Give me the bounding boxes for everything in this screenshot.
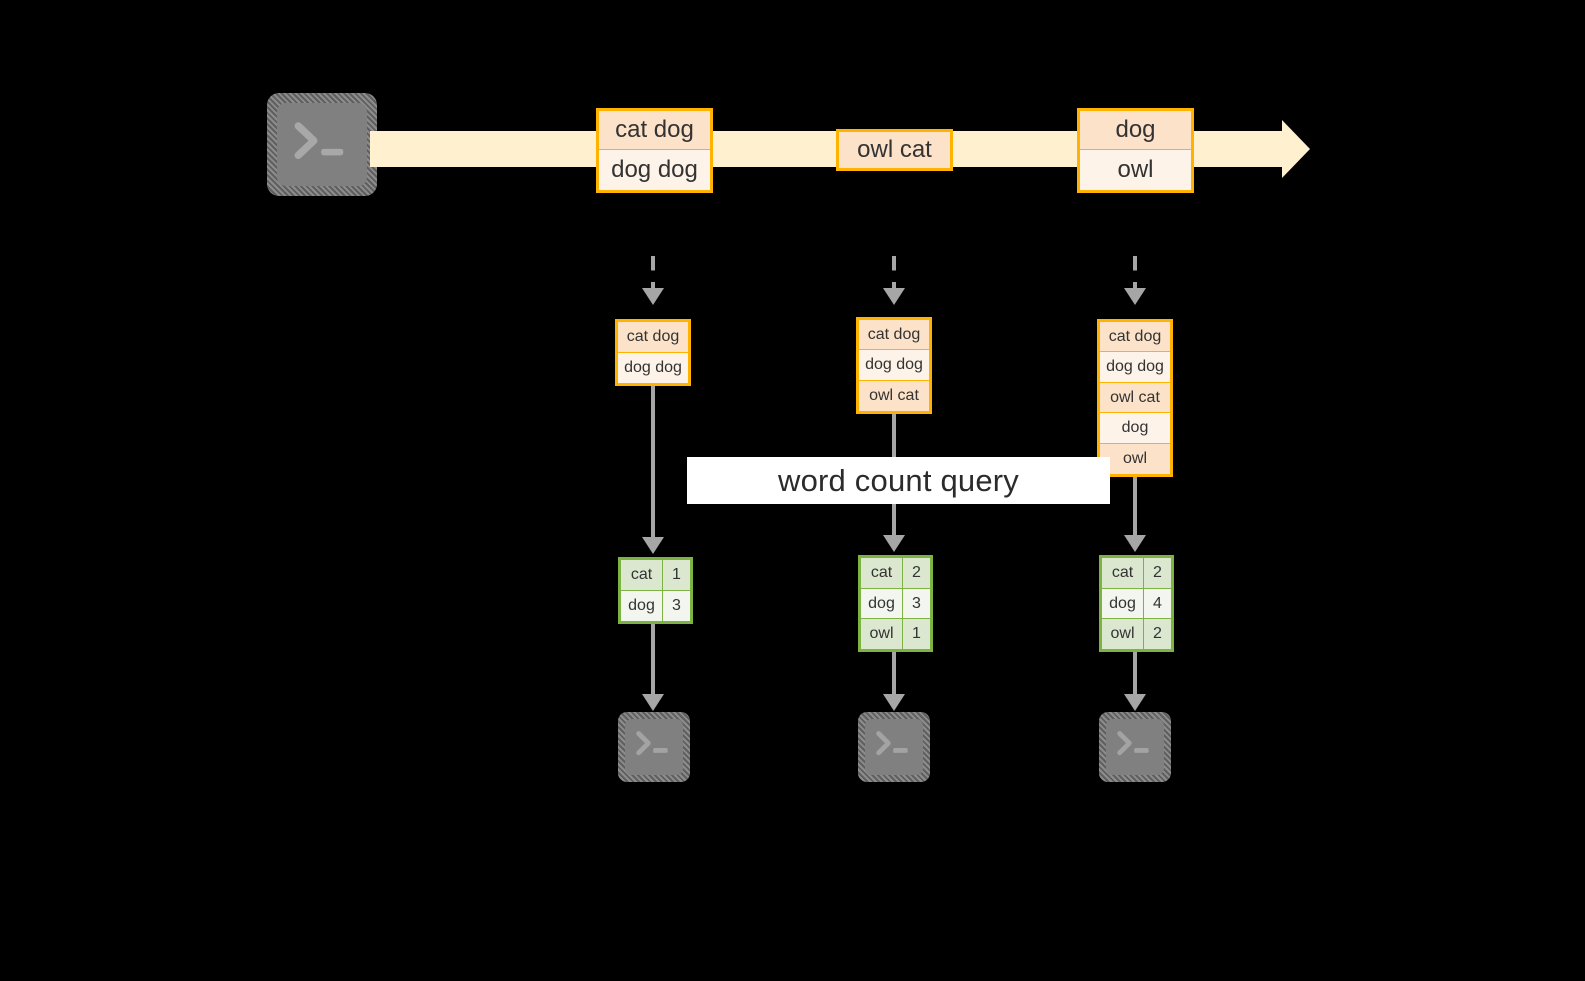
terminal-prompt-glyph — [1117, 731, 1149, 756]
snapshot-3-feed-line — [1133, 256, 1137, 292]
snapshot-1-box: cat dog dog dog — [615, 319, 691, 386]
table-row: cat 2 — [1102, 558, 1171, 589]
table-row: cat 1 — [621, 560, 690, 591]
result-1-sink-arrowhead — [642, 694, 664, 711]
result-count: 2 — [1144, 619, 1171, 650]
stream-record-1: cat dog dog dog — [596, 108, 713, 193]
result-3-sink-arrowhead — [1124, 694, 1146, 711]
snapshot-line: dog dog — [859, 350, 929, 381]
snapshot-line: dog dog — [1100, 352, 1170, 383]
stream-arrow-head — [1282, 120, 1310, 178]
snapshot-3-box: cat dog dog dog owl cat dog owl — [1097, 319, 1173, 477]
snapshot-line: cat dog — [1100, 322, 1170, 353]
snapshot-2-feed-line — [892, 256, 896, 292]
result-word: dog — [861, 588, 903, 619]
terminal-prompt-glyph — [636, 731, 668, 756]
table-row: dog 3 — [621, 591, 690, 621]
result-count: 1 — [663, 560, 690, 590]
result-2-sink-arrowhead — [883, 694, 905, 711]
result-count: 3 — [663, 591, 690, 621]
snapshot-1-query-arrowhead — [642, 537, 664, 554]
stream-record-line: owl cat — [839, 132, 950, 168]
terminal-body — [865, 719, 923, 775]
table-row: owl 2 — [1102, 619, 1171, 650]
result-word: dog — [621, 591, 663, 621]
query-label-text: word count query — [778, 462, 1019, 498]
snapshot-line: cat dog — [618, 322, 688, 353]
snapshot-3-feed-arrowhead — [1124, 288, 1146, 305]
result-3-sink-line — [1133, 652, 1137, 699]
stream-record-line: dog dog — [599, 150, 710, 189]
table-row: owl 1 — [861, 619, 930, 650]
source-terminal-icon — [267, 93, 377, 196]
result-word: owl — [861, 619, 903, 650]
stream-record-line: dog — [1080, 111, 1191, 150]
terminal-body — [625, 719, 683, 775]
snapshot-2-box: cat dog dog dog owl cat — [856, 317, 932, 414]
result-word: cat — [1102, 558, 1144, 588]
result-word: cat — [861, 558, 903, 588]
terminal-prompt-glyph — [294, 122, 344, 160]
terminal-body — [1106, 719, 1164, 775]
stream-record-line: owl — [1080, 150, 1191, 189]
sink-terminal-icon-1 — [618, 712, 690, 782]
stream-record-line: cat dog — [599, 111, 710, 150]
result-table-2: cat 2 dog 3 owl 1 — [858, 555, 933, 652]
snapshot-line: owl — [1100, 443, 1170, 475]
snapshot-1-query-line — [651, 386, 655, 541]
snapshot-line: dog dog — [618, 352, 688, 383]
snapshot-2-query-arrowhead — [883, 535, 905, 552]
result-table-3: cat 2 dog 4 owl 2 — [1099, 555, 1174, 652]
result-word: dog — [1102, 588, 1144, 619]
query-label-band: word count query — [687, 457, 1110, 504]
result-count: 1 — [903, 619, 930, 650]
table-row: dog 4 — [1102, 588, 1171, 620]
snapshot-1-feed-line — [651, 256, 655, 292]
result-count: 3 — [903, 588, 930, 619]
terminal-prompt-glyph — [876, 731, 908, 756]
result-2-sink-line — [892, 652, 896, 699]
table-row: cat 2 — [861, 558, 930, 589]
snapshot-2-feed-arrowhead — [883, 288, 905, 305]
sink-terminal-icon-2 — [858, 712, 930, 782]
snapshot-3-query-line — [1133, 477, 1137, 539]
snapshot-1-feed-arrowhead — [642, 288, 664, 305]
result-table-1: cat 1 dog 3 — [618, 557, 693, 624]
result-count: 2 — [903, 558, 930, 588]
table-row: dog 3 — [861, 588, 930, 620]
stream-record-3: dog owl — [1077, 108, 1194, 193]
result-word: owl — [1102, 619, 1144, 650]
result-word: cat — [621, 560, 663, 590]
result-count: 4 — [1144, 588, 1171, 619]
snapshot-3-query-arrowhead — [1124, 535, 1146, 552]
stream-record-2: owl cat — [836, 129, 953, 171]
terminal-body — [277, 103, 367, 186]
snapshot-line: owl cat — [1100, 382, 1170, 414]
result-1-sink-line — [651, 624, 655, 699]
snapshot-line: owl cat — [859, 380, 929, 411]
sink-terminal-icon-3 — [1099, 712, 1171, 782]
result-count: 2 — [1144, 558, 1171, 588]
snapshot-line: cat dog — [859, 320, 929, 351]
snapshot-line: dog — [1100, 413, 1170, 444]
